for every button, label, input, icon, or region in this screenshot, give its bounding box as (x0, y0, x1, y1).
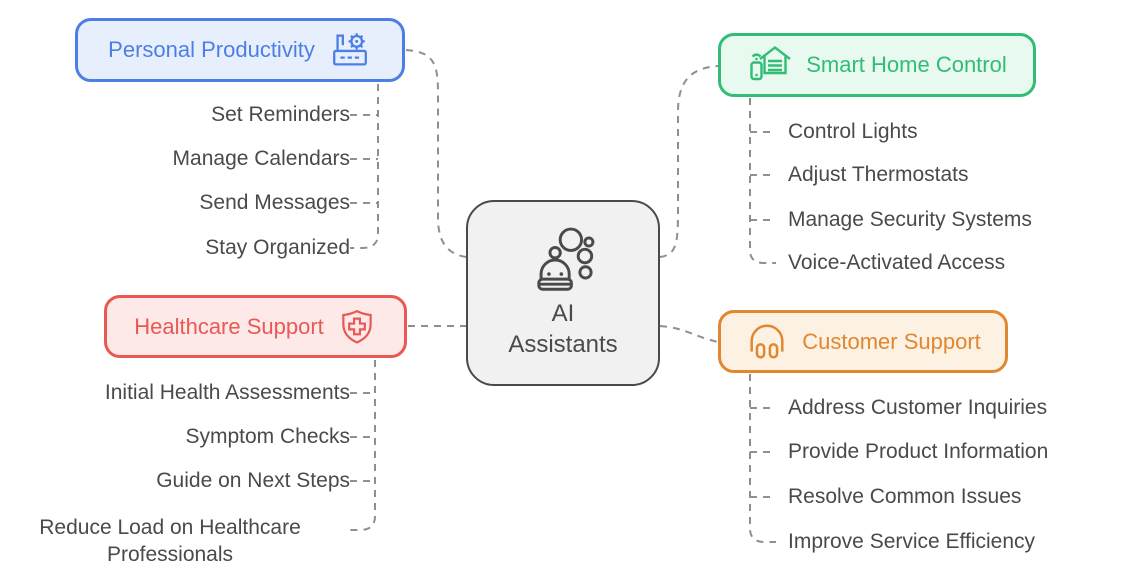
leaf-initial-health-assessments: Initial Health Assessments (104, 381, 350, 404)
leaf-reduce-load-on-healthcare-professionals: Reduce Load on Healthcare Professionals (39, 516, 301, 566)
node-personal-productivity: Personal Productivity (75, 18, 405, 82)
leaf-send-messages: Send Messages (199, 191, 350, 214)
medical-shield-icon (342, 309, 372, 344)
robot-icon (537, 227, 595, 291)
leaf-address-customer-inquiries: Address Customer Inquiries (788, 396, 1048, 419)
leaf-provide-product-information: Provide Product Information (788, 440, 1049, 463)
node-healthcare-support: Healthcare Support (104, 295, 407, 358)
node-smart-home-control: Smart Home Control (718, 33, 1036, 97)
connector-center-to-personal-productivity (405, 49, 467, 258)
center-label: AI Assistants (508, 300, 618, 358)
leaf-improve-service-efficiency: Improve Service Efficiency (788, 530, 1036, 553)
leaf-manage-calendars: Manage Calendars (172, 147, 350, 170)
spine-customer-support (749, 374, 776, 543)
leaf-set-reminders: Set Reminders (211, 103, 350, 126)
branch-label-personal-productivity: Personal Productivity (108, 37, 315, 62)
leaf-resolve-common-issues: Resolve Common Issues (788, 485, 1022, 508)
branch-label-healthcare-support: Healthcare Support (134, 313, 324, 339)
node-customer-support: Customer Support (718, 310, 1008, 373)
leaf-symptom-checks: Symptom Checks (185, 425, 350, 448)
smart-home-icon (750, 45, 791, 81)
connector-center-to-smart-home (659, 65, 719, 258)
leaf-manage-security-systems: Manage Security Systems (788, 208, 1032, 231)
connector-center-to-customer-support (659, 325, 719, 343)
spine-personal-productivity (350, 84, 379, 249)
leaf-adjust-thermostats: Adjust Thermostats (788, 163, 969, 186)
leaf-guide-on-next-steps: Guide on Next Steps (156, 469, 350, 492)
leaf-voice-activated-access: Voice-Activated Access (788, 251, 1006, 274)
headphones-icon (750, 324, 784, 359)
leaf-stay-organized: Stay Organized (205, 236, 350, 259)
spine-smart-home (749, 98, 776, 264)
leaf-control-lights: Control Lights (788, 120, 918, 143)
node-ai-assistants: AI Assistants (466, 200, 660, 386)
branch-label-customer-support: Customer Support (802, 328, 981, 354)
spine-healthcare (348, 360, 376, 531)
branch-label-smart-home-control: Smart Home Control (806, 52, 1007, 77)
factory-automation-icon (332, 33, 367, 66)
